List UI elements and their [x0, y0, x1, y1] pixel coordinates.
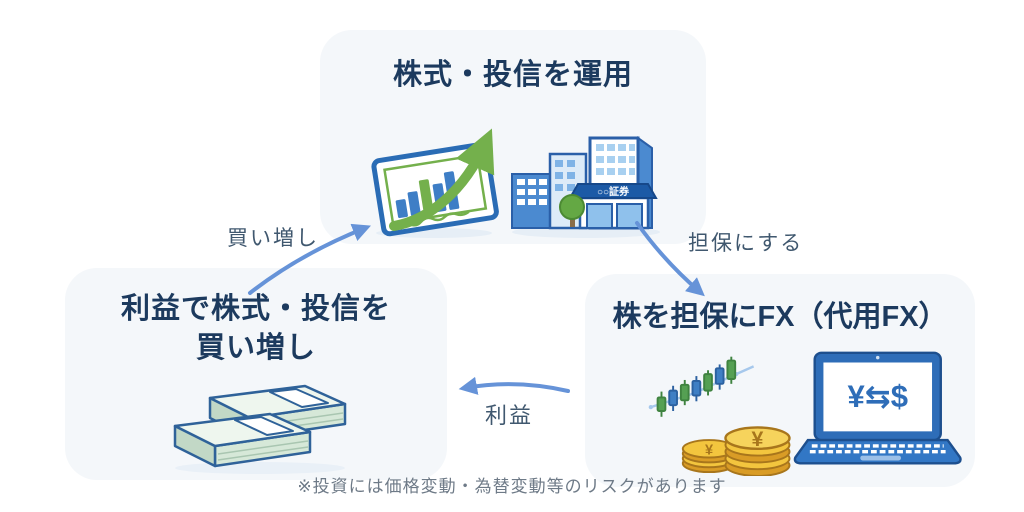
node-reinvest-title-line1: 利益で株式・投信を — [120, 293, 391, 325]
securities-company-illustration: ○○証券 — [506, 126, 664, 240]
fx-trading-icon: ¥ ¥ ¥⇆$ — [648, 351, 962, 476]
coin-yen-symbol-large: ¥ — [752, 427, 764, 451]
stock-chart-illustration — [366, 116, 514, 240]
label-collateral: 担保にする — [688, 232, 804, 255]
fx-illustration: ¥ ¥ ¥⇆$ — [645, 345, 965, 476]
coin-yen-symbol-small: ¥ — [705, 443, 714, 459]
yen-coin-stacks-icon: ¥ ¥ — [681, 426, 791, 476]
risk-disclaimer: ※投資には価格変動・為替変動等のリスクがあります — [297, 477, 727, 496]
securities-sign: ○○証券 — [568, 183, 658, 199]
arrow-profit — [458, 376, 570, 395]
securities-sign-text: ○○証券 — [597, 185, 630, 198]
tree-icon — [559, 194, 585, 227]
label-buy-more: 買い増し — [227, 227, 319, 250]
node-reinvest-title-line2: 買い増し — [195, 332, 316, 365]
growth-arrow-icon — [389, 128, 495, 231]
yen-banknote-stacks-icon — [173, 384, 347, 474]
node-reinvest-title: 利益で株式・投信を 買い増し — [65, 290, 447, 368]
label-profit: 利益 — [485, 403, 534, 428]
node-fx-title: 株を担保にFX（代用FX） — [612, 301, 948, 333]
candlestick-chart-icon — [648, 356, 755, 417]
rising-bar-chart-icon — [371, 128, 499, 238]
fx-trading-laptop-icon: ¥⇆$ — [793, 351, 962, 465]
laptop-screen-text: ¥⇆$ — [847, 379, 908, 414]
cash-illustration — [155, 376, 360, 476]
securities-company-building-icon: ○○証券 — [511, 136, 660, 238]
node-operate-title: 株式・投信を運用 — [392, 59, 633, 91]
